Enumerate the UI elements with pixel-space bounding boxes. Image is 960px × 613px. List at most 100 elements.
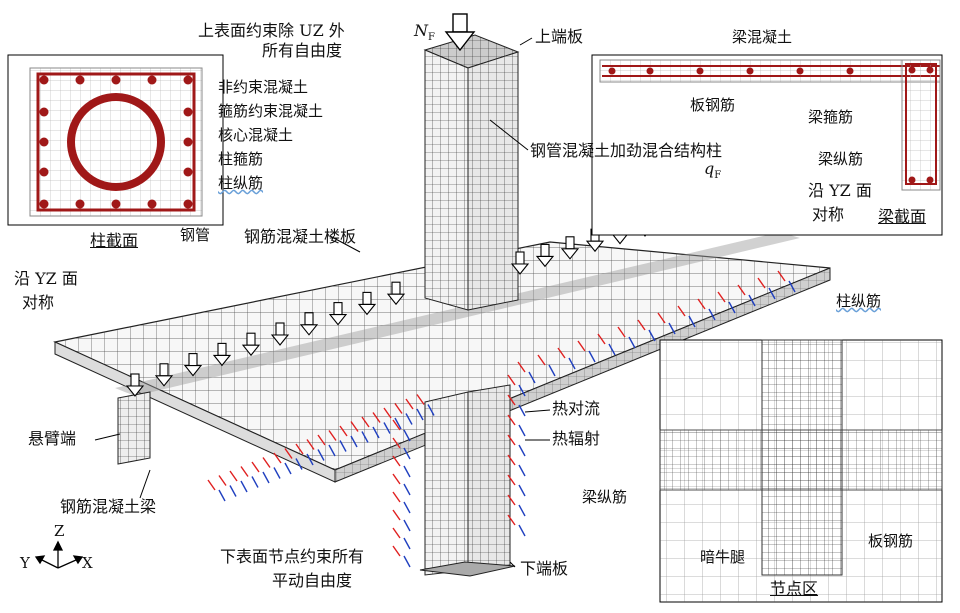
joint-col-longbar-label: 柱纵筋 [836, 292, 882, 310]
column-rebar-dot [147, 199, 157, 209]
column-rebar-dot [111, 199, 121, 209]
load-arrow [386, 281, 406, 306]
heat-arrow-pair [757, 277, 776, 300]
heat-arrow-pair [392, 509, 411, 532]
beam-concrete-label: 梁混凝土 [732, 28, 793, 46]
load-arrow [560, 236, 580, 260]
beam-rebar-dot [696, 67, 704, 75]
column-stirrup-label: 柱箍筋 [218, 150, 264, 168]
heat-arrow-pair [240, 466, 259, 488]
load-arrow [357, 291, 377, 316]
steel-tube-label: 钢管 [180, 226, 211, 244]
heat-arrow-pair [507, 494, 526, 517]
heat-arrow-pair [392, 527, 411, 550]
column-rebar-dot [111, 75, 121, 85]
heat-arrow-pair [657, 312, 676, 335]
heat-arrow-pair [284, 448, 303, 470]
column-section-title: 柱截面 [90, 231, 139, 250]
load-arrow [328, 302, 348, 326]
column-rebar-dot [183, 107, 193, 117]
column-longbar-label: 柱纵筋 [218, 174, 264, 192]
column-rebar-dot [39, 75, 49, 85]
beam-rebar-dot [608, 67, 616, 75]
column-rebar-dot [75, 199, 85, 209]
heat-arrow-pair [416, 394, 435, 416]
heat-radiation-label: 热辐射 [552, 429, 601, 448]
column-rebar-dot [183, 75, 193, 85]
hidden-corbel-label: 暗牛腿 [700, 548, 746, 566]
load-arrow [510, 251, 530, 275]
heat-arrow-pair [306, 439, 325, 461]
column-rebar-dot [183, 167, 193, 177]
symmetry-right-label: 沿 YZ 面 [808, 181, 872, 200]
heat-arrow-pair [392, 545, 411, 568]
heat-arrow-pair [507, 414, 526, 437]
beam-rebar-dot [926, 66, 934, 74]
slab-rebar-label: 板钢筋 [690, 96, 736, 114]
column-rebar-dot [183, 137, 193, 147]
heat-arrow-pair [537, 354, 556, 377]
heat-arrow-pair [405, 398, 424, 421]
heat-arrow-pair [737, 284, 756, 307]
symmetry-right-label-2: 对称 [812, 205, 845, 224]
heat-arrow-pair [392, 437, 411, 460]
heat-arrow-pair [295, 443, 314, 466]
beam-rebar-dot [908, 66, 916, 74]
load-arrow [299, 312, 319, 336]
column-rebar-dot [39, 137, 49, 147]
heat-arrow-pair [637, 319, 656, 342]
load-arrow [241, 332, 261, 357]
heat-arrow-pair [350, 421, 369, 443]
joint-slab-rebar-label: 板钢筋 [868, 532, 914, 550]
heat-flux-arrows [207, 270, 796, 568]
heat-arrow-pair [392, 419, 411, 442]
distributed-load-label: qF [704, 159, 722, 182]
heat-arrow-pair [392, 455, 411, 478]
bottom-plate-label: 下端板 [520, 559, 569, 578]
heat-arrow-pair [507, 434, 526, 457]
heat-arrow-pair [507, 454, 526, 477]
top-constraint-label: 上表面约束除 UZ 外 [198, 21, 345, 40]
core-concrete-label: 核心混凝土 [218, 126, 294, 144]
coordinate-axes [34, 540, 84, 569]
rc-slab [53, 232, 831, 483]
heat-arrow-pair [218, 475, 237, 497]
heat-arrow-pair [557, 347, 576, 370]
load-arrow [183, 353, 203, 377]
heat-arrow-pair [717, 291, 736, 314]
top-constraint-label-2: 所有自由度 [262, 41, 343, 60]
heat-arrow-pair [392, 491, 411, 514]
symmetry-left-label: 沿 YZ 面 [14, 269, 78, 288]
load-arrow [212, 342, 232, 367]
top-plate-label: 上端板 [535, 27, 584, 46]
heat-arrow-pair [262, 457, 281, 479]
load-arrow [154, 363, 174, 387]
bottom-constraint-label: 下表面节点约束所有 [220, 547, 365, 566]
heat-arrow-pair [507, 514, 526, 537]
joint-inset [659, 339, 943, 603]
heat-arrow-pair [507, 374, 526, 397]
heat-arrow-pair [372, 412, 391, 434]
column-rebar-dot [39, 167, 49, 177]
beam-rebar-dot [926, 176, 934, 184]
heat-arrow-pair [339, 425, 358, 448]
beam-rebar-dot [796, 67, 804, 75]
beam-section-inset [591, 54, 943, 236]
heat-convection-label: 热对流 [552, 399, 601, 418]
joint-beam-longbar-label: 梁纵筋 [582, 488, 628, 506]
column-section-inset [7, 54, 224, 226]
beam-rebar-dot [646, 67, 654, 75]
beam-rebar-dot [846, 67, 854, 75]
load-arrow [270, 322, 290, 346]
heat-arrow-pair [697, 298, 716, 321]
heat-arrow-pair [394, 403, 413, 425]
unconfined-concrete-label: 非约束混凝土 [218, 78, 309, 96]
column-rebar-dot [39, 199, 49, 209]
axial-load-arrow [444, 13, 476, 52]
axis-y-label: Y [20, 554, 30, 572]
heat-arrow-pair [507, 474, 526, 497]
heat-arrow-pair [229, 470, 248, 493]
column-rebar-dot [147, 75, 157, 85]
